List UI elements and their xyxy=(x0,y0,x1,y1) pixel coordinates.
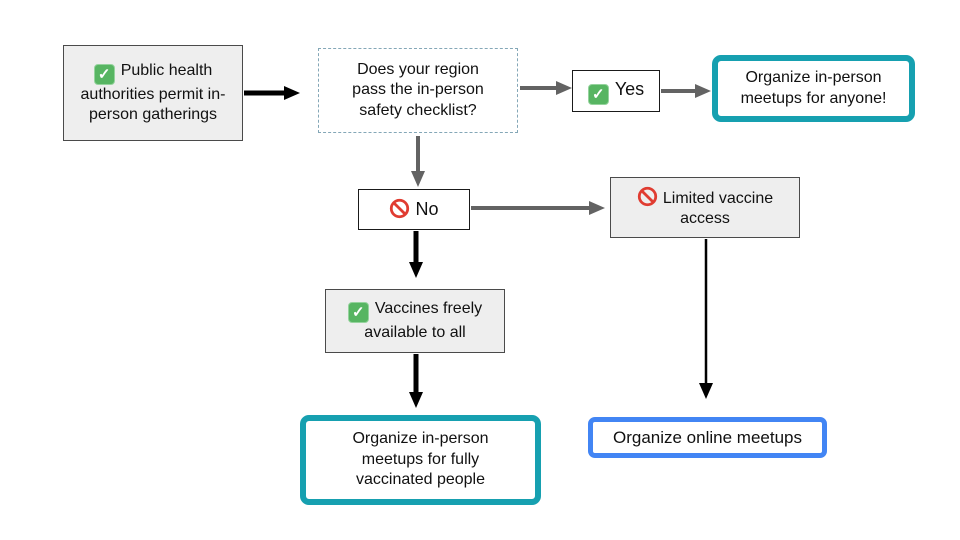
node-yes: ✓Yes xyxy=(572,70,660,112)
node-label: No xyxy=(389,198,439,221)
node-label: ✓Vaccines freely available to all xyxy=(334,299,496,343)
check-icon: ✓ xyxy=(587,83,609,105)
node-label: Organize in-person meetups for fully vac… xyxy=(333,429,508,490)
node-text: Yes xyxy=(614,78,645,99)
node-label: ✓Yes xyxy=(587,78,645,105)
node-text: Public health authorities permit in-pers… xyxy=(80,61,226,123)
node-text: Vaccines freely available to all xyxy=(364,299,483,341)
no-entry-icon xyxy=(637,186,658,207)
node-vaccines-freely-available: ✓Vaccines freely available to all xyxy=(325,289,505,353)
check-icon: ✓ xyxy=(347,301,369,323)
node-outcome-online-meetups: Organize online meetups xyxy=(588,417,827,458)
node-label: Limited vaccine access xyxy=(619,186,791,230)
node-text: No xyxy=(415,198,439,219)
node-limited-vaccine-access: Limited vaccine access xyxy=(610,177,800,238)
node-label: ✓Public health authorities permit in-per… xyxy=(72,61,234,126)
node-text: Limited vaccine access xyxy=(662,189,774,227)
node-outcome-meetups-anyone: Organize in-person meetups for anyone! xyxy=(712,55,915,122)
check-icon: ✓ xyxy=(93,63,115,85)
node-text: Organize online meetups xyxy=(612,427,802,447)
node-safety-checklist-question: Does your region pass the in-person safe… xyxy=(318,48,518,133)
node-public-health-permit: ✓Public health authorities permit in-per… xyxy=(63,45,243,141)
node-label: Does your region pass the in-person safe… xyxy=(343,60,493,121)
node-text: Organize in-person meetups for anyone! xyxy=(740,69,887,107)
node-no: No xyxy=(358,189,470,230)
node-outcome-meetups-vaccinated: Organize in-person meetups for fully vac… xyxy=(300,415,541,505)
node-text: Organize in-person meetups for fully vac… xyxy=(352,430,489,489)
node-label: Organize in-person meetups for anyone! xyxy=(728,68,899,109)
node-label: Organize online meetups xyxy=(613,427,802,449)
node-text: Does your region pass the in-person safe… xyxy=(352,60,484,119)
no-entry-icon xyxy=(389,198,410,219)
